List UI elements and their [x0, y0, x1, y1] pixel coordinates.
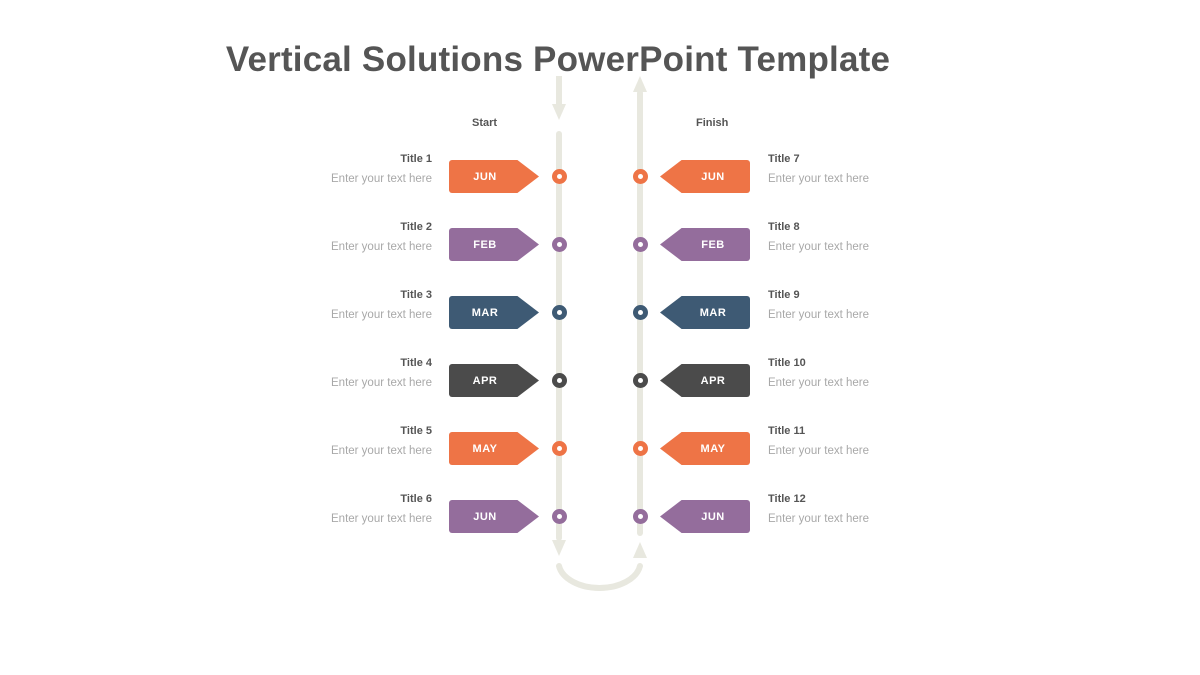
month-tag: FEB: [660, 228, 750, 261]
left-row-text: Title 2 Enter your text here: [232, 220, 432, 254]
row-title: Title 3: [400, 289, 432, 301]
month-tag: APR: [449, 364, 539, 397]
left-row-text: Title 3 Enter your text here: [232, 288, 432, 322]
row-title: Title 1: [400, 153, 432, 165]
month-tag: JUN: [660, 160, 750, 193]
row-description[interactable]: Enter your text here: [331, 513, 432, 525]
left-row-text: Title 6 Enter your text here: [232, 492, 432, 526]
left-row-text: Title 5 Enter your text here: [232, 424, 432, 458]
row-title: Title 11: [768, 425, 806, 437]
month-tag: FEB: [449, 228, 539, 261]
start-arrow-head-icon: [552, 104, 566, 120]
start-label: Start: [472, 117, 498, 129]
timeline-dot-icon: [552, 169, 567, 184]
row-description[interactable]: Enter your text here: [768, 377, 869, 389]
month-tag: JUN: [449, 500, 539, 533]
row-description[interactable]: Enter your text here: [331, 241, 432, 253]
row-description[interactable]: Enter your text here: [768, 309, 869, 321]
right-row-text: Title 8 Enter your text here: [768, 220, 968, 254]
finish-label: Finish: [696, 117, 729, 129]
start-arrow-shaft: [556, 76, 562, 106]
timeline-dot-icon: [552, 509, 567, 524]
finish-arrow-head-icon: [633, 76, 647, 92]
left-row-text: Title 1 Enter your text here: [232, 152, 432, 186]
timeline-dot-icon: [552, 373, 567, 388]
row-title: Title 4: [400, 357, 432, 369]
right-row-text: Title 10 Enter your text here: [768, 356, 968, 390]
timeline-dot-icon: [633, 509, 648, 524]
right-row-text: Title 9 Enter your text here: [768, 288, 968, 322]
slide-title: Vertical Solutions PowerPoint Template: [225, 40, 891, 79]
row-title: Title 8: [768, 221, 800, 233]
timeline-dot-icon: [633, 441, 648, 456]
right-row-text: Title 12 Enter your text here: [768, 492, 968, 526]
row-title: Title 12: [768, 493, 806, 505]
row-description[interactable]: Enter your text here: [331, 309, 432, 321]
month-tag: JUN: [449, 160, 539, 193]
row-description[interactable]: Enter your text here: [331, 445, 432, 457]
timeline-dot-icon: [633, 373, 648, 388]
row-description[interactable]: Enter your text here: [768, 173, 869, 185]
row-title: Title 10: [768, 357, 806, 369]
row-title: Title 5: [400, 425, 432, 437]
timeline-dot-icon: [633, 237, 648, 252]
u-turn-curve: [556, 563, 643, 591]
timeline-dot-icon: [633, 169, 648, 184]
row-title: Title 9: [768, 289, 800, 301]
timeline-dot-icon: [633, 305, 648, 320]
timeline-dot-icon: [552, 441, 567, 456]
row-description[interactable]: Enter your text here: [768, 241, 869, 253]
month-tag: MAR: [660, 296, 750, 329]
down-arrow-icon: [552, 540, 566, 556]
month-tag: MAY: [449, 432, 539, 465]
month-tag: MAY: [660, 432, 750, 465]
right-row-text: Title 11 Enter your text here: [768, 424, 968, 458]
row-description[interactable]: Enter your text here: [768, 513, 869, 525]
up-arrow-icon: [633, 542, 647, 558]
month-tag: JUN: [660, 500, 750, 533]
row-description[interactable]: Enter your text here: [331, 173, 432, 185]
row-description[interactable]: Enter your text here: [331, 377, 432, 389]
row-title: Title 7: [768, 153, 800, 165]
timeline-dot-icon: [552, 237, 567, 252]
row-description[interactable]: Enter your text here: [768, 445, 869, 457]
row-title: Title 6: [400, 493, 432, 505]
left-row-text: Title 4 Enter your text here: [232, 356, 432, 390]
month-tag: MAR: [449, 296, 539, 329]
right-row-text: Title 7 Enter your text here: [768, 152, 968, 186]
month-tag: APR: [660, 364, 750, 397]
row-title: Title 2: [400, 221, 432, 233]
timeline-dot-icon: [552, 305, 567, 320]
